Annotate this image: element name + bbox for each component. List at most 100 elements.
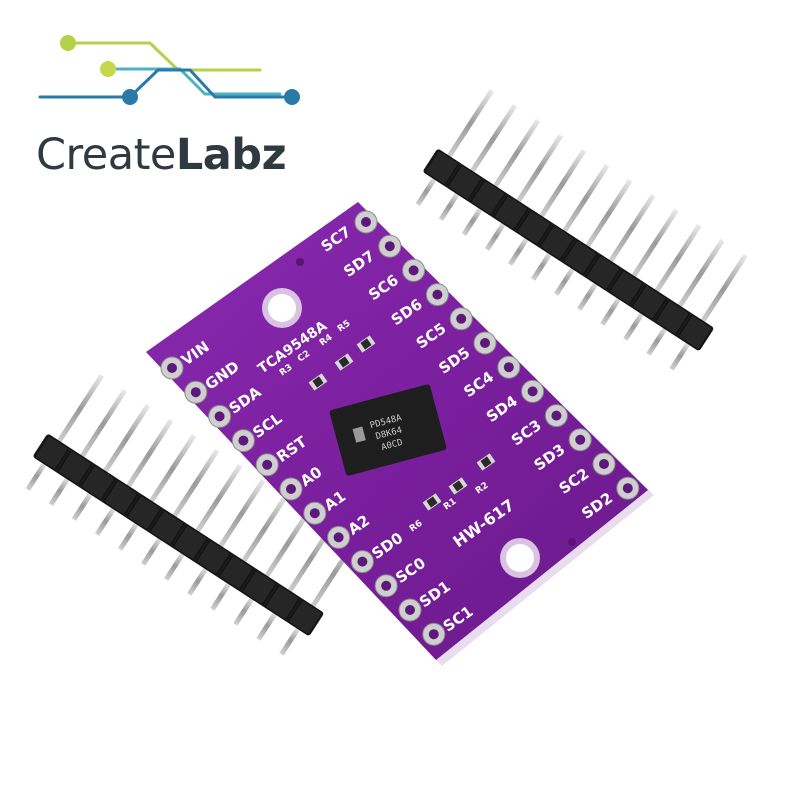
header-pin-short: [71, 491, 94, 521]
header-pin-short: [554, 266, 576, 296]
header-block: [447, 165, 482, 200]
header-pin-long: [515, 134, 564, 204]
header-pin-long: [102, 404, 151, 474]
header-pin-long: [699, 253, 748, 324]
pin-hole: [503, 362, 514, 373]
smd-component: [422, 493, 442, 511]
header-pin-long: [194, 463, 243, 534]
pin-hole: [551, 410, 562, 421]
ti-logo-icon: [352, 426, 366, 443]
smd-component: [356, 335, 376, 353]
header-pin-long: [653, 223, 702, 294]
header-block: [540, 225, 574, 260]
header-pin-short: [461, 206, 484, 236]
header-block: [609, 270, 644, 305]
header-block: [104, 480, 138, 515]
circuit-node: [100, 61, 116, 77]
header-pin-long: [607, 193, 656, 264]
pin-hole: [262, 459, 273, 470]
pcb-board: PD548A D8K64 A0CD TCA9548A R3 C2 R4 R5 R…: [146, 202, 654, 666]
header-pin-long: [538, 149, 587, 219]
circuit-line-green: [66, 41, 262, 72]
header-pin-short: [600, 296, 622, 326]
header-pin-short: [256, 611, 278, 641]
header-block: [655, 300, 690, 335]
pin-hole: [361, 217, 371, 227]
pin-hole: [408, 265, 419, 276]
brand-bold: Labz: [175, 130, 287, 180]
pin-hole: [286, 484, 296, 494]
pin-hole: [428, 629, 439, 640]
pin-hole: [381, 580, 392, 591]
header-pin-long: [171, 448, 220, 519]
pin-hole: [384, 241, 395, 252]
smd-component: [308, 373, 328, 391]
header-pin-long: [263, 508, 312, 579]
header-block: [678, 315, 713, 350]
pin-hole: [480, 338, 490, 348]
createlabz-logo-text: CreateLabz: [36, 130, 287, 180]
header-block: [470, 180, 505, 215]
circuit-node: [60, 35, 76, 51]
header-pin-long: [469, 104, 518, 174]
circuit-line-teal: [106, 67, 282, 96]
header-pin-short: [164, 551, 186, 581]
circuit-node: [122, 89, 138, 105]
header-pin-long: [217, 478, 266, 549]
header-pin-short: [669, 341, 692, 371]
header-block: [632, 285, 667, 320]
header-block: [586, 255, 621, 290]
pin-header-right: [415, 89, 748, 371]
via: [568, 538, 576, 546]
via: [296, 258, 304, 266]
circuit-line-blue: [38, 68, 294, 99]
header-block: [219, 555, 254, 590]
header-pin-long: [240, 493, 289, 564]
header-block: [494, 195, 528, 230]
header-pin-short: [117, 521, 140, 551]
pin-hole: [357, 556, 368, 567]
mounting-hole: [268, 294, 296, 322]
mounting-hole: [506, 544, 534, 572]
header-block: [265, 585, 300, 620]
header-pin-short: [140, 536, 163, 566]
header-pin-short: [484, 221, 507, 251]
header-block: [196, 540, 231, 575]
header-pin-short: [623, 311, 645, 341]
header-pin-short: [94, 506, 117, 536]
pin-hole: [333, 532, 344, 543]
header-pin-short: [233, 596, 255, 626]
pin-hole: [309, 508, 320, 519]
header-pin-long: [125, 419, 174, 489]
header-pin-short: [210, 581, 232, 611]
pin-hole: [405, 605, 415, 615]
smd-component: [334, 353, 354, 371]
brand-regular: Create: [36, 130, 176, 180]
pin-hole: [456, 313, 467, 324]
pin-hole: [190, 387, 201, 398]
tca9548a-chip: PD548A D8K64 A0CD: [329, 384, 447, 476]
header-pin-long: [492, 119, 541, 189]
pin-hole: [167, 363, 177, 373]
header-pin-long: [56, 374, 104, 444]
pin-hole: [622, 483, 633, 494]
header-pin-long: [584, 178, 633, 249]
pin-hole: [238, 435, 249, 446]
pin-hole: [599, 459, 609, 469]
pin-header-left: [25, 374, 358, 656]
header-pin-short: [48, 476, 71, 506]
header-block: [288, 600, 323, 635]
header-pin-short: [646, 326, 668, 356]
header-pin-long: [148, 434, 197, 504]
header-pin-short: [438, 191, 461, 221]
smd-component: [476, 453, 496, 471]
header-pin-long: [79, 389, 128, 459]
header-pin-short: [577, 281, 599, 311]
pin-hole: [432, 289, 443, 300]
header-block: [127, 495, 161, 530]
header-pin-short: [279, 626, 302, 656]
circuit-node: [284, 89, 300, 105]
header-pin-short: [507, 236, 530, 266]
header-pin-long: [561, 163, 610, 234]
